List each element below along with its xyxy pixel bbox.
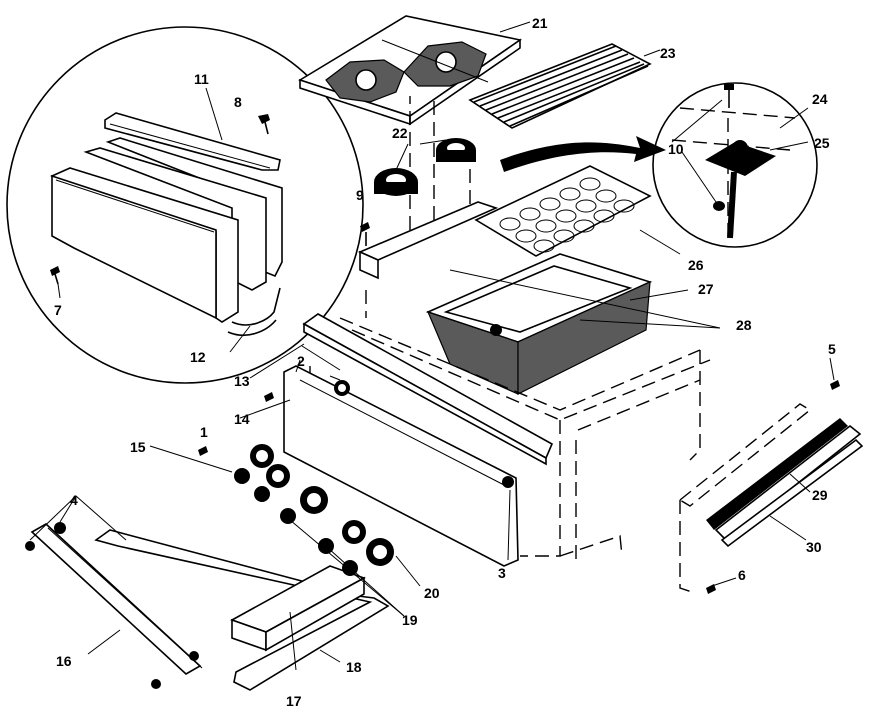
- detail-circle-right: [652, 82, 818, 248]
- callout-19: 19: [402, 612, 418, 628]
- front-trim-strip: [302, 313, 554, 466]
- side-panel-detail-inset: [6, 26, 364, 384]
- callout-12: 12: [190, 349, 206, 365]
- callout-5: 5: [828, 341, 836, 357]
- bracket-12: [227, 287, 281, 336]
- callout-26: 26: [688, 257, 704, 273]
- detail-circle-left: [6, 26, 364, 384]
- callout-30: 30: [806, 539, 822, 555]
- callout-27: 27: [698, 281, 714, 297]
- burner-mounting-bracket: [357, 96, 499, 280]
- grill-drip-pan: [425, 253, 721, 395]
- callout-2: 2: [297, 353, 305, 369]
- screw-6-icon: [706, 584, 716, 594]
- screw-10-icon: [724, 84, 734, 108]
- callout-labels: 1 2 3 4 5 6 7 8 9 10 11 12 13 14 15 16 1…: [54, 15, 836, 709]
- screw-2-icon: [264, 392, 274, 402]
- callout-20: 20: [424, 585, 440, 601]
- front-frame: [30, 523, 390, 691]
- leader-lines: [29, 343, 835, 671]
- drip-tray: [230, 565, 366, 652]
- callout-22: 22: [392, 125, 408, 141]
- callout-9: 9: [356, 187, 364, 203]
- callout-6: 6: [738, 567, 746, 583]
- callout-24: 24: [812, 91, 828, 107]
- top-burner-grate: [298, 15, 531, 126]
- callout-13: 13: [234, 373, 250, 389]
- screw-1-icon: [198, 446, 208, 456]
- mounting-plate: [705, 142, 776, 176]
- rail-30: [720, 438, 864, 548]
- screw-8-icon: [258, 114, 270, 135]
- briquette-grate: [474, 165, 681, 257]
- callout-25: 25: [814, 135, 830, 151]
- range-body-frame: [309, 290, 711, 560]
- top-trim-strip: [104, 112, 281, 171]
- burner-bracket-detail-inset: [652, 82, 818, 248]
- callout-4: 4: [70, 492, 78, 508]
- control-panel: [283, 365, 519, 567]
- side-panel-front: [51, 174, 217, 320]
- griddle-rack: [468, 43, 661, 129]
- callout-23: 23: [660, 45, 676, 61]
- screw-5-icon: [830, 380, 840, 390]
- callout-17: 17: [286, 693, 302, 709]
- screw-7-icon: [50, 266, 60, 285]
- nut-icon: [713, 201, 725, 211]
- callout-14: 14: [234, 411, 250, 427]
- callout-28: 28: [736, 317, 752, 333]
- direction-arrow-icon: [500, 136, 666, 172]
- callout-21: 21: [532, 15, 548, 31]
- burner-heads: [374, 138, 476, 196]
- side-rail-assembly: [678, 403, 864, 593]
- control-knobs: [234, 444, 394, 576]
- screws-4-icon: [25, 522, 199, 689]
- callout-1: 1: [200, 424, 208, 440]
- callout-8: 8: [234, 94, 242, 110]
- screw-9-icon: [360, 222, 370, 232]
- rail-29: [706, 418, 848, 530]
- callout-7: 7: [54, 302, 62, 318]
- callout-3: 3: [498, 565, 506, 581]
- callout-29: 29: [812, 487, 828, 503]
- callout-15: 15: [130, 439, 146, 455]
- callout-10: 10: [668, 141, 684, 157]
- callout-11: 11: [194, 71, 209, 87]
- callout-16: 16: [56, 653, 72, 669]
- callout-18: 18: [346, 659, 362, 675]
